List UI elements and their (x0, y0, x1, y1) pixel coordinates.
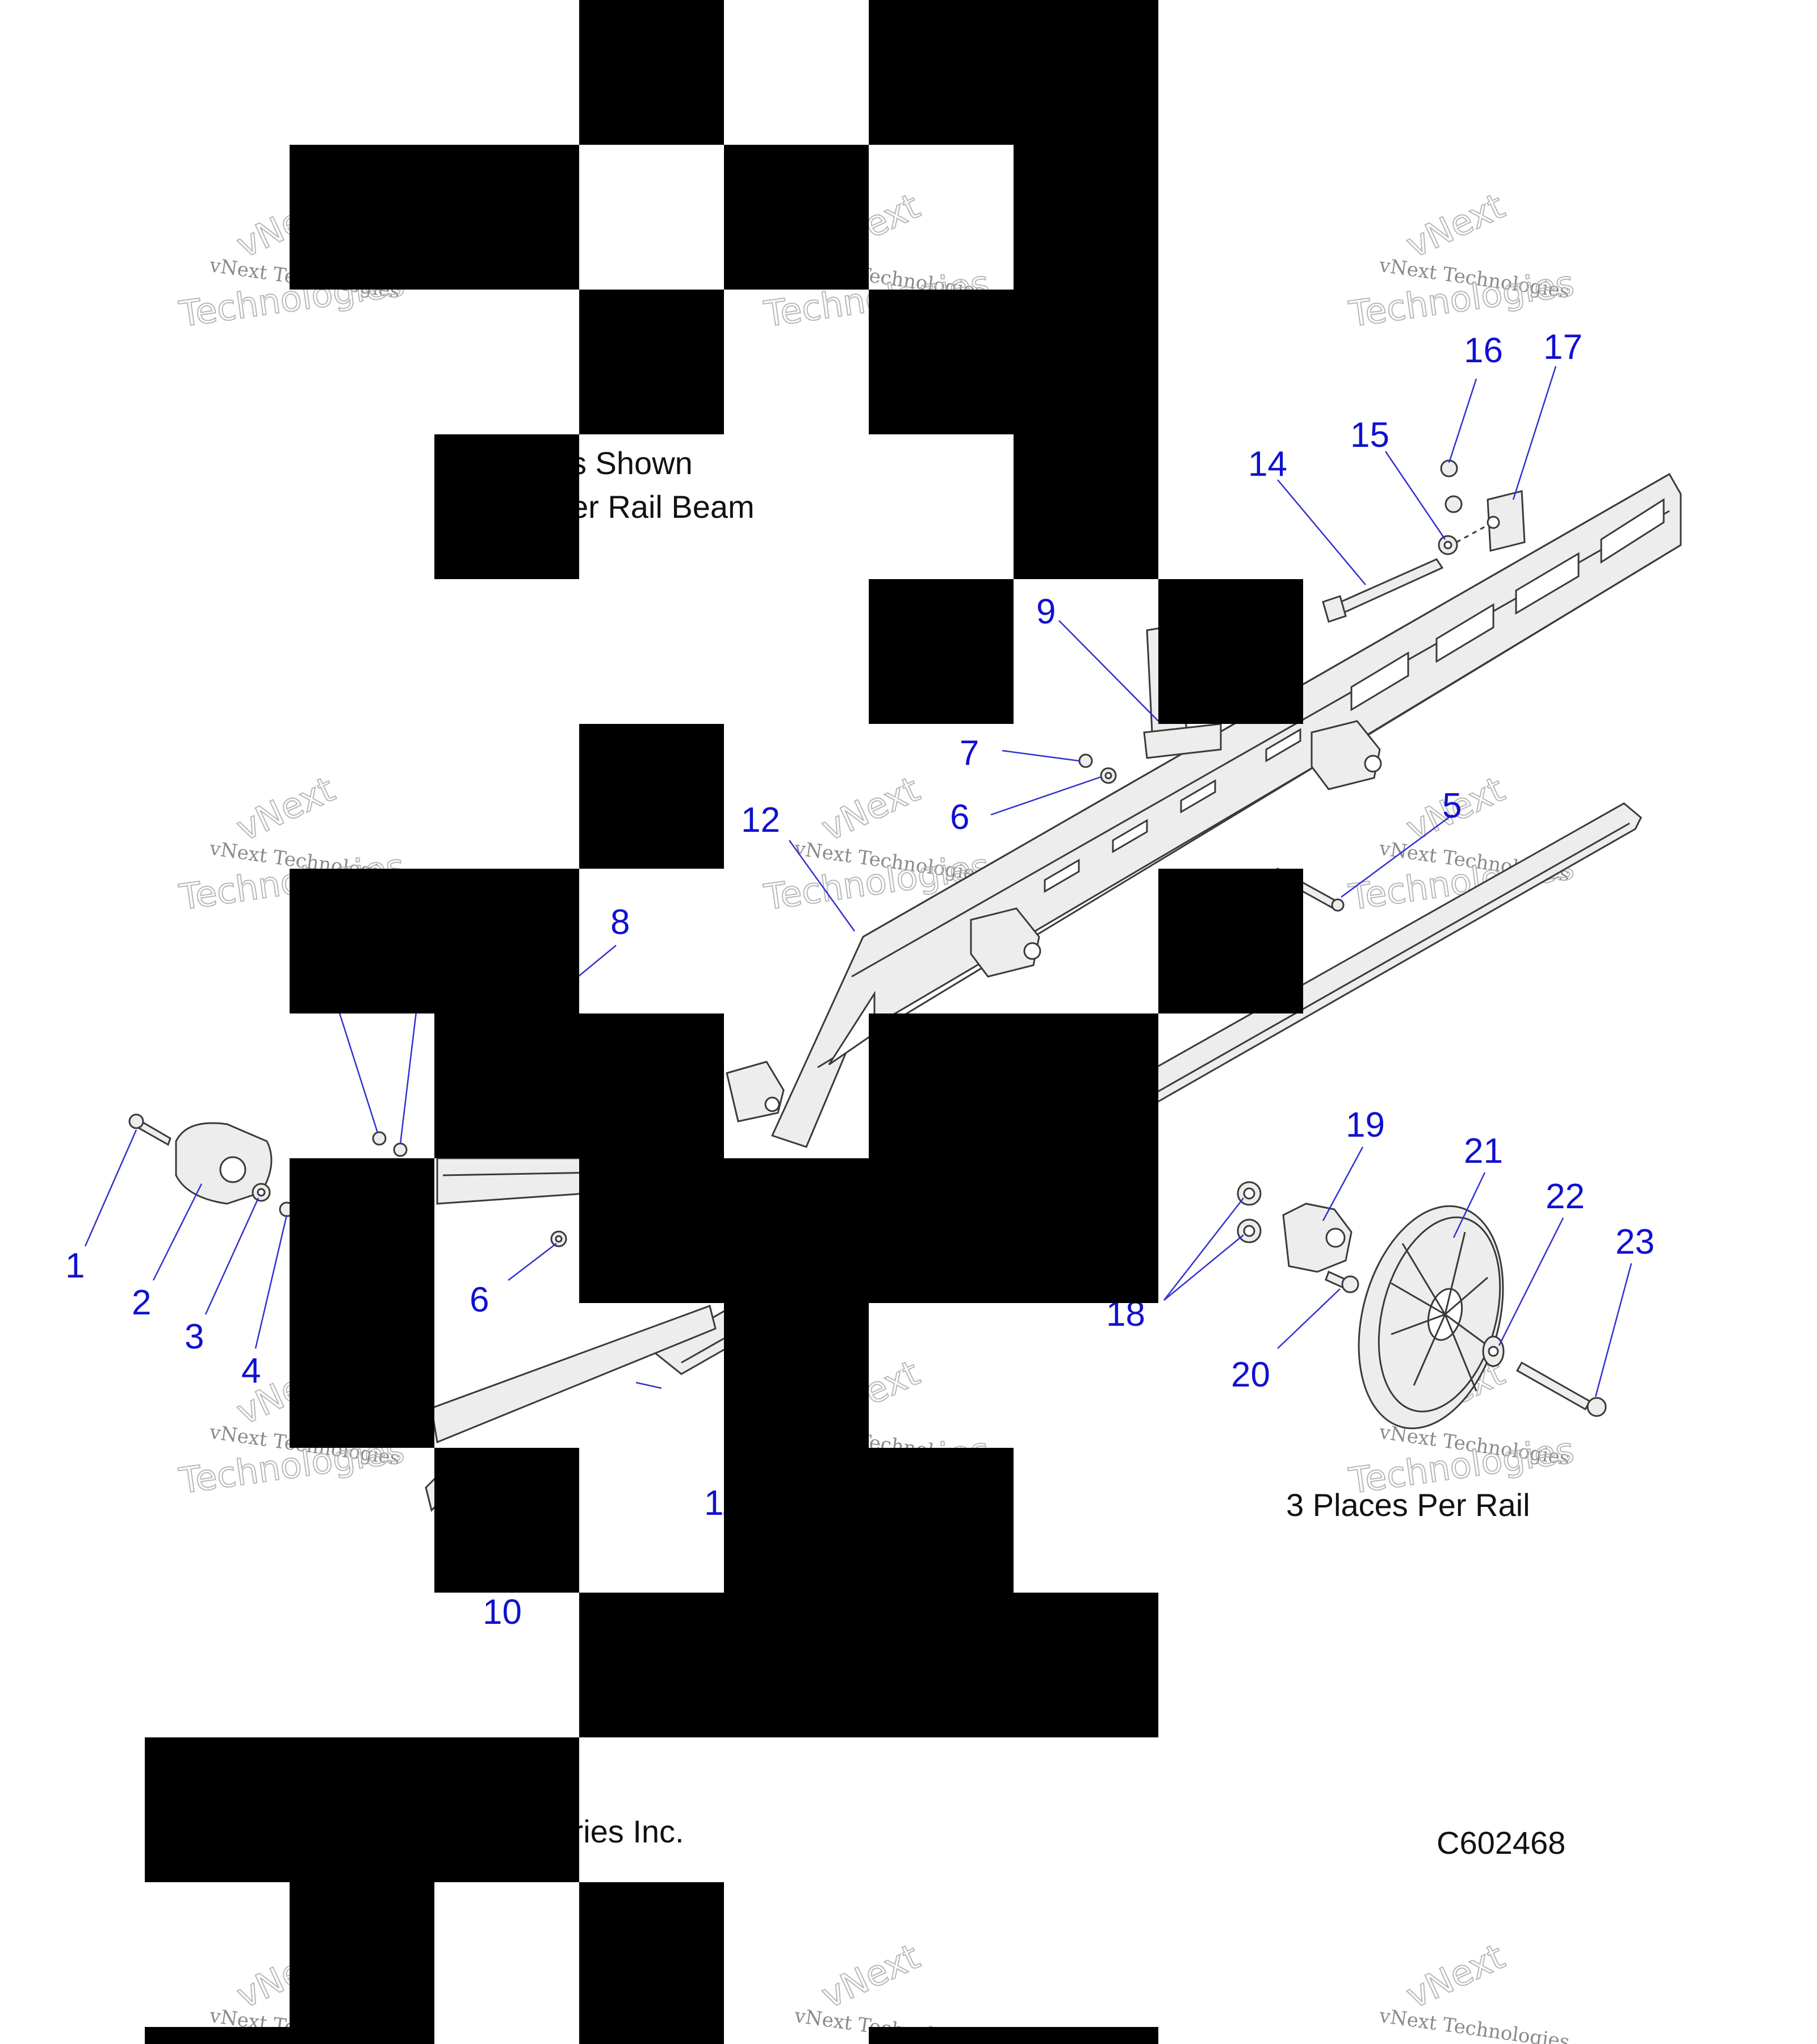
washer-6-lower (550, 1230, 567, 1247)
svg-text:vNext: vNext (815, 1936, 926, 2017)
svg-text:vNext: vNext (815, 768, 926, 849)
callout-1: 1 (65, 1246, 85, 1285)
cap-2 (175, 1122, 273, 1205)
upper-rail-beam (771, 472, 1682, 1148)
wheel-assembly (1237, 1181, 1607, 1430)
caption-view-shown: s Shown (571, 445, 693, 481)
bolt-20 (1325, 1270, 1359, 1293)
callout-20: 20 (1231, 1355, 1270, 1394)
svg-text:vNext: vNext (230, 768, 341, 849)
hardware-8 (372, 1131, 408, 1157)
svg-text:vNext: vNext (1400, 185, 1510, 266)
plate-17 (1456, 490, 1526, 552)
callout-9: 9 (1036, 592, 1056, 631)
flange-nuts-18 (1237, 1181, 1262, 1243)
callout-10: 10 (483, 1593, 522, 1632)
bolt-23 (1515, 1361, 1607, 1417)
callout-21: 21 (1464, 1132, 1503, 1171)
lower-rail-left-section (436, 1157, 603, 1205)
redaction-mask (145, 0, 1303, 2044)
callout-7: 7 (960, 734, 979, 773)
nut-15 (1438, 535, 1458, 555)
drawing-number: C602468 (1437, 1825, 1565, 1861)
callout-14: 14 (1248, 445, 1287, 484)
washer-6-upper (1100, 767, 1117, 784)
svg-text:vNext Technologies: vNext Technologies (1378, 2004, 1571, 2044)
idler-wheel-21 (1358, 1205, 1504, 1430)
axle-bracket-19 (1282, 1203, 1353, 1273)
callout-17: 17 (1543, 328, 1582, 367)
callout-22: 22 (1546, 1177, 1585, 1216)
callout-12: 12 (741, 801, 780, 840)
callout-15: 15 (1350, 416, 1389, 455)
screw-16 (1440, 459, 1463, 513)
caption-rail-beam: er Rail Beam (571, 489, 755, 525)
bolt-14 (1322, 558, 1444, 623)
callout-23: 23 (1615, 1222, 1655, 1262)
callout-6-lower: 6 (470, 1280, 489, 1320)
callout-8: 8 (610, 903, 630, 942)
callout-3: 3 (185, 1317, 204, 1356)
rail-pivot-block-left (726, 1061, 785, 1122)
leader-lines (84, 366, 1632, 1397)
callout-4: 4 (241, 1351, 261, 1390)
caption-places-per-rail: 3 Places Per Rail (1286, 1487, 1530, 1523)
washer-3 (252, 1183, 271, 1202)
watermark-bottom-right: vNext vNext Technologies (1378, 1935, 1571, 2044)
rail-pivot-block-center (970, 907, 1041, 978)
svg-text:vNext: vNext (1400, 1936, 1510, 2017)
washer-22 (1482, 1335, 1505, 1367)
bolt-1 (128, 1113, 171, 1146)
callout-5: 5 (1442, 786, 1462, 826)
callout-16: 16 (1464, 331, 1503, 370)
callout-2: 2 (132, 1283, 151, 1322)
rail-pivot-block-right (1311, 720, 1382, 790)
callout-6-upper: 6 (950, 798, 969, 837)
callout-19: 19 (1346, 1105, 1385, 1145)
watermark-top-right: vNext vNext Technologies Technologies (1346, 185, 1577, 336)
nut-7 (1078, 753, 1093, 768)
